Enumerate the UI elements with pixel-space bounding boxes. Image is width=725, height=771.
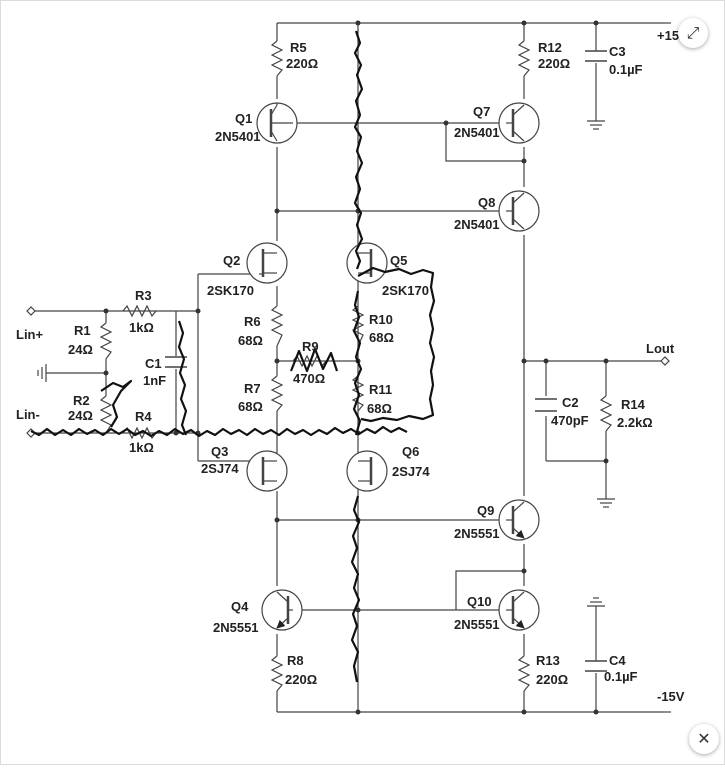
label-r8-val: 220Ω: [285, 672, 317, 687]
q3-symbol: [246, 450, 288, 492]
label-c3-val: 0.1µF: [609, 62, 643, 77]
label-q1: Q1: [235, 111, 252, 126]
r2-symbol: [99, 395, 113, 434]
label-r3: R3: [135, 288, 152, 303]
label-r13-val: 220Ω: [536, 672, 568, 687]
terminals: [26, 22, 671, 713]
label-lin-plus: Lin+: [16, 327, 43, 342]
label-q5: Q5: [390, 253, 407, 268]
label-r11: R11: [369, 382, 392, 397]
label-q9: Q9: [477, 503, 494, 518]
r6-symbol: [270, 305, 284, 347]
label-r2: R2: [73, 393, 90, 408]
r13-symbol: [517, 655, 531, 692]
label-r6: R6: [244, 314, 261, 329]
label-q1-part: 2N5401: [215, 129, 261, 144]
label-q8: Q8: [478, 195, 495, 210]
q5-symbol: [346, 242, 388, 284]
label-q6: Q6: [402, 444, 419, 459]
q9-symbol: [498, 499, 540, 541]
component-labels: +15 -15V Lout Lin+ Lin- R5 220Ω Q1 2N540…: [16, 28, 685, 704]
label-q10-part: 2N5551: [454, 617, 500, 632]
label-c3: C3: [609, 44, 626, 59]
label-r10: R10: [369, 312, 393, 327]
q1-symbol: [256, 102, 298, 144]
label-r9: R9: [302, 339, 319, 354]
q10-symbol: [498, 589, 540, 631]
transistors: [246, 102, 540, 631]
label-c2: C2: [562, 395, 579, 410]
q6-symbol: [346, 450, 388, 492]
r8-symbol: [270, 655, 284, 692]
label-q7-part: 2N5401: [454, 125, 500, 140]
wires: [31, 22, 663, 713]
scribble-annotations: [30, 30, 436, 683]
label-q4: Q4: [231, 599, 249, 614]
label-lin-minus: Lin-: [16, 407, 40, 422]
label-lout: Lout: [646, 341, 675, 356]
label-q5-part: 2SK170: [382, 283, 429, 298]
label-r11-val: 68Ω: [367, 401, 392, 416]
label-q8-part: 2N5401: [454, 217, 500, 232]
label-c1: C1: [145, 356, 162, 371]
label-q2-part: 2SK170: [207, 283, 254, 298]
label-r1: R1: [74, 323, 91, 338]
label-r12: R12: [538, 40, 562, 55]
label-r8: R8: [287, 653, 304, 668]
terminal-lout: [660, 356, 670, 366]
label-c1-val: 1nF: [143, 373, 166, 388]
label-r14-val: 2.2kΩ: [617, 415, 653, 430]
r1-symbol: [99, 322, 113, 360]
r5-symbol: [270, 40, 284, 77]
r14-symbol: [599, 395, 613, 432]
q2-symbol: [246, 242, 288, 284]
r3-symbol: [122, 304, 157, 318]
label-r13: R13: [536, 653, 560, 668]
label-q9-part: 2N5551: [454, 526, 500, 541]
label-q3: Q3: [211, 444, 228, 459]
expand-icon: ⤢: [686, 23, 700, 42]
label-q4-part: 2N5551: [213, 620, 259, 635]
label-r4-val: 1kΩ: [129, 440, 154, 455]
q7-symbol: [498, 102, 540, 144]
label-r10-val: 68Ω: [369, 330, 394, 345]
label-r12-val: 220Ω: [538, 56, 570, 71]
label-r6-val: 68Ω: [238, 333, 263, 348]
label-c4: C4: [609, 653, 626, 668]
label-q6-part: 2SJ74: [392, 464, 430, 479]
label-c2-val: 470pF: [551, 413, 589, 428]
label-q7: Q7: [473, 104, 490, 119]
label-q3-part: 2SJ74: [201, 461, 239, 476]
label-r5: R5: [290, 40, 307, 55]
q8-symbol: [498, 190, 540, 232]
label-q10: Q10: [467, 594, 492, 609]
label-r3-val: 1kΩ: [129, 320, 154, 335]
q4-symbol: [261, 589, 303, 631]
label-minus15: -15V: [657, 689, 685, 704]
r7-symbol: [270, 375, 284, 412]
terminal-lin-plus: [26, 306, 36, 316]
label-r9-val: 470Ω: [293, 371, 325, 386]
label-r7-val: 68Ω: [238, 399, 263, 414]
label-r2-val: 24Ω: [68, 408, 93, 423]
expand-button[interactable]: ⤢: [678, 18, 708, 48]
close-icon: ✕: [697, 729, 711, 748]
label-q2: Q2: [223, 253, 240, 268]
label-r7: R7: [244, 381, 261, 396]
label-c4-val: 0.1µF: [604, 669, 638, 684]
r12-symbol: [517, 40, 531, 77]
label-r1-val: 24Ω: [68, 342, 93, 357]
label-r4: R4: [135, 409, 152, 424]
label-r14: R14: [621, 397, 646, 412]
label-plus15: +15: [657, 28, 679, 43]
close-button[interactable]: ✕: [689, 724, 719, 754]
label-r5-val: 220Ω: [286, 56, 318, 71]
ground-symbols: [37, 120, 615, 607]
